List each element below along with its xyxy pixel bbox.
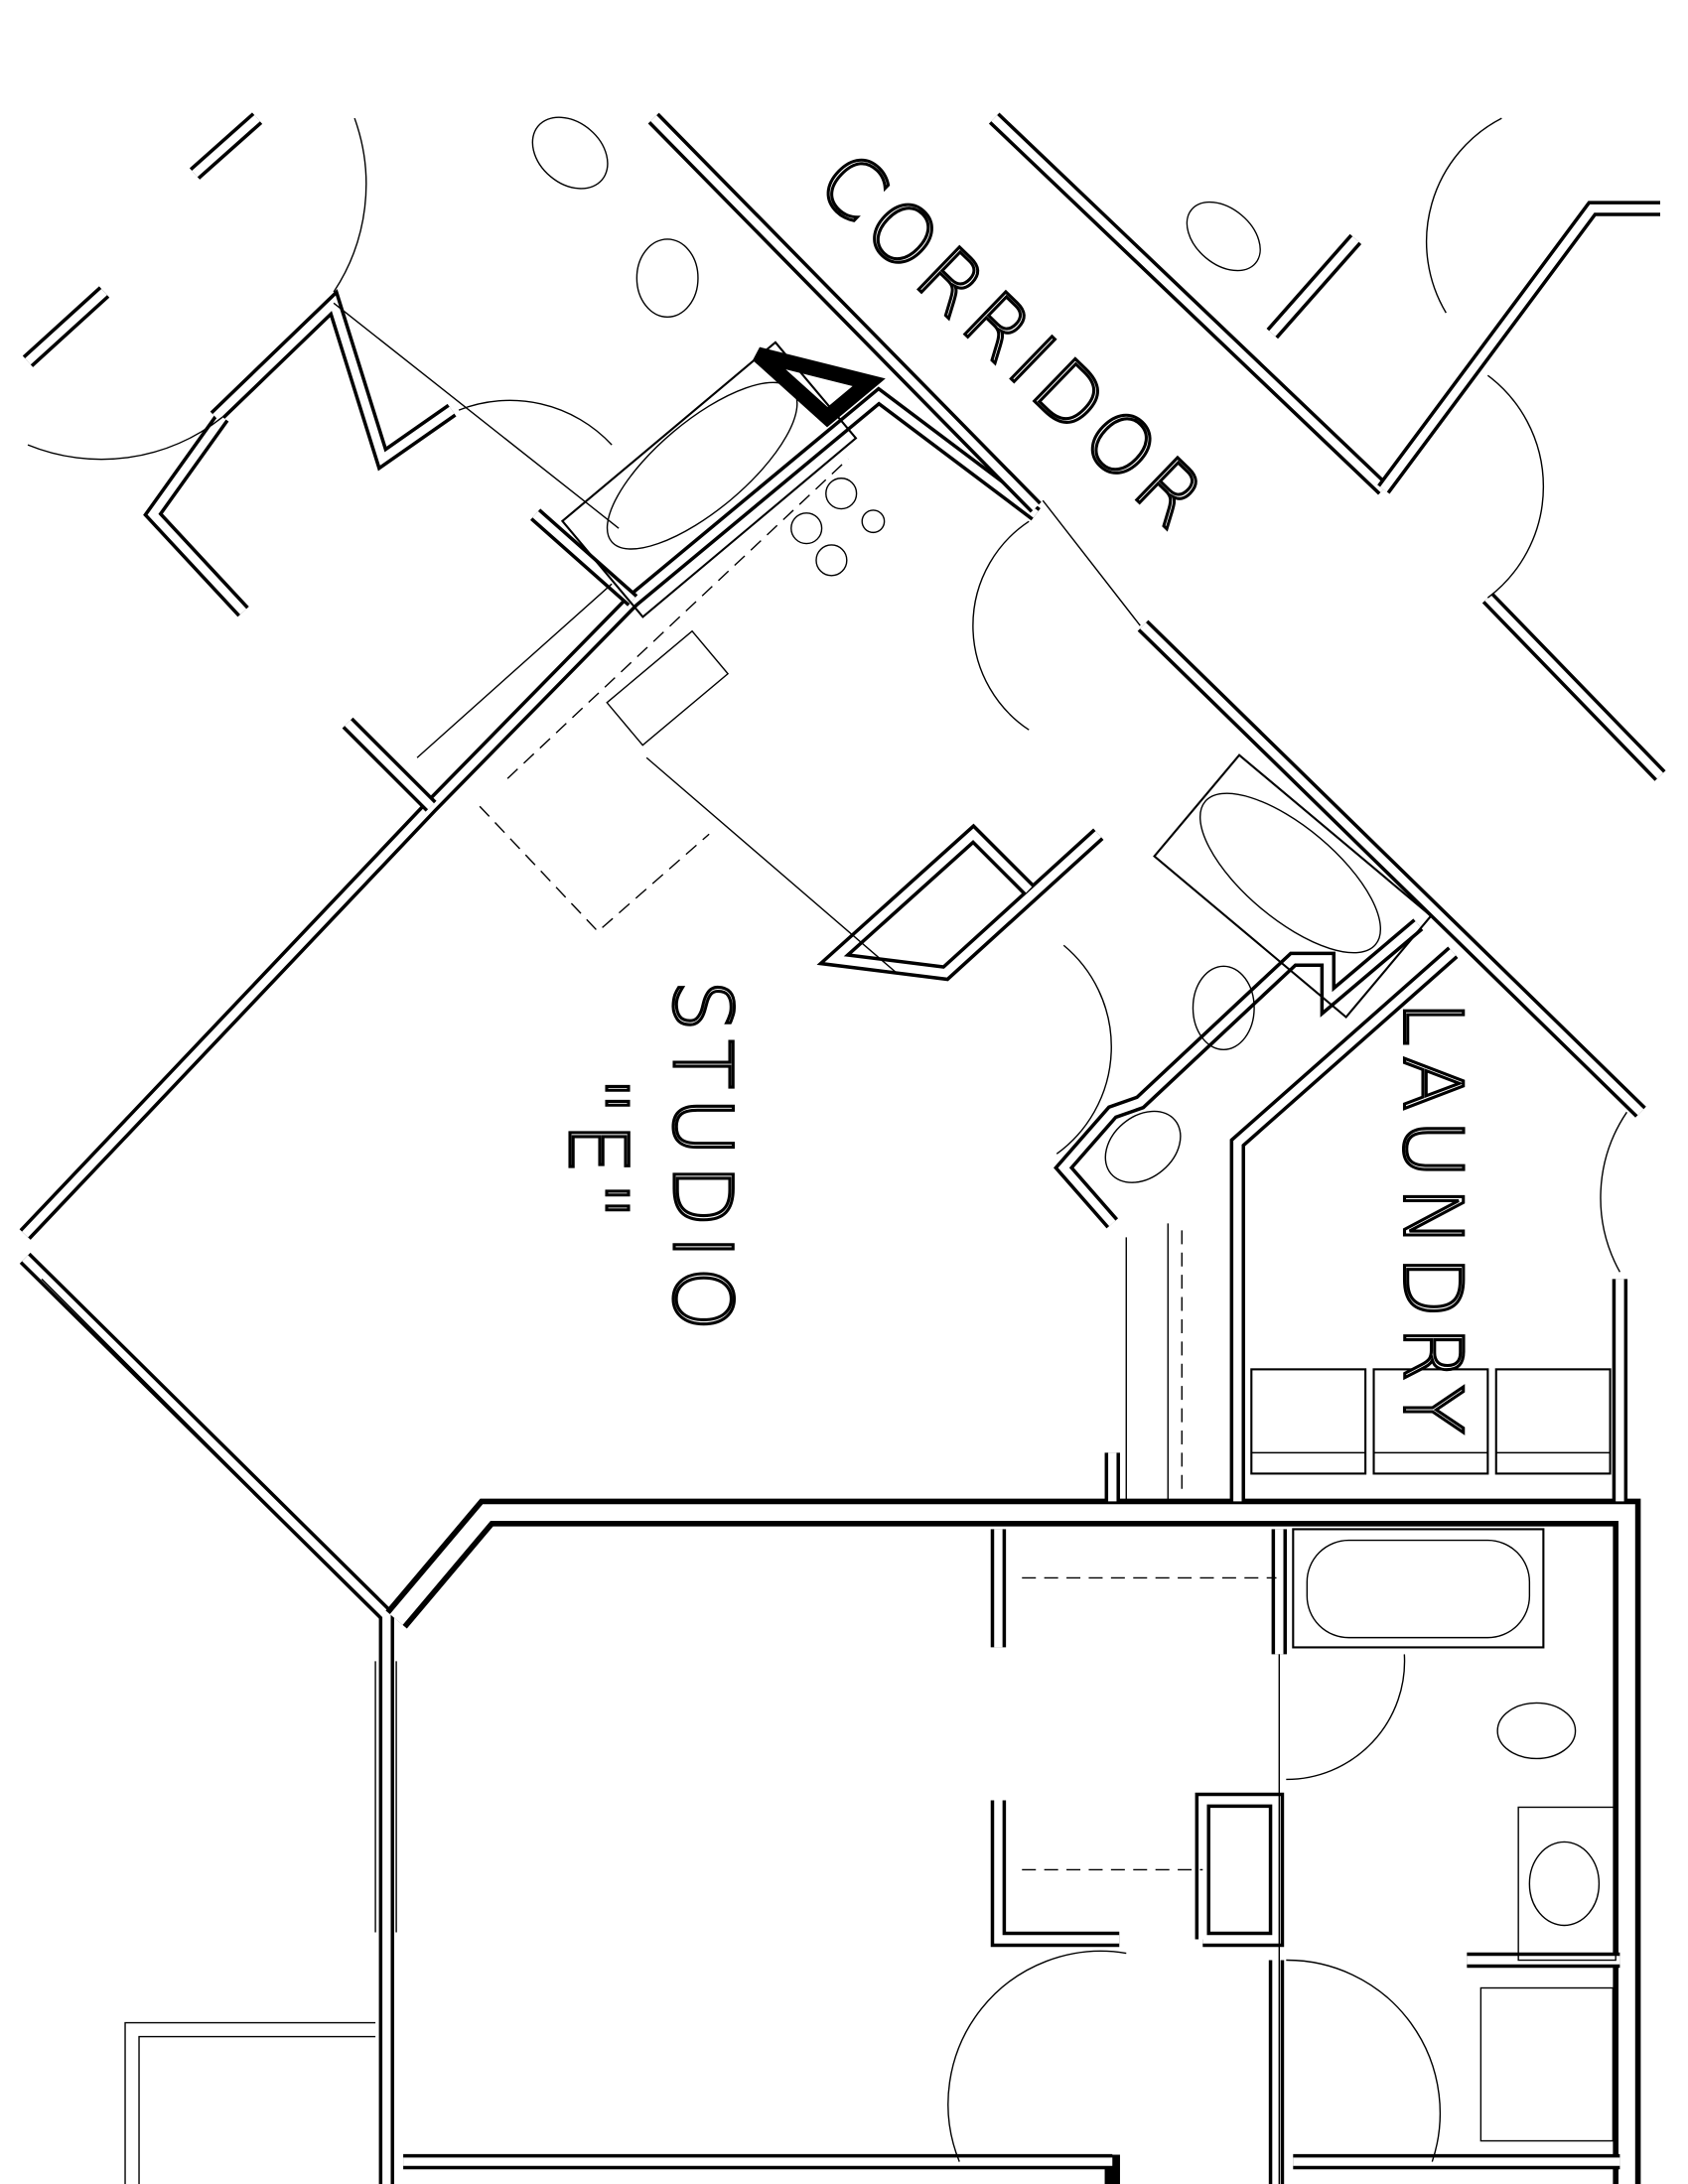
door-swing-upper[interactable] [27,117,1502,461]
upper-left-walls [22,112,886,812]
laundry-machines [1250,1368,1612,1475]
sink [1104,1110,1182,1183]
bathtub-basin [606,381,798,550]
kitchen-counter [479,458,849,933]
balcony-rail [124,2021,376,2184]
fixtures [41,116,1617,2184]
door-swing-bath2[interactable] [1286,1959,1442,2162]
studio-label: STUDIO [654,980,748,1338]
laundry-label: LAUNDRY [1384,1001,1477,1442]
window-wall [19,1252,394,2184]
door-swing-bedroom[interactable] [947,1950,1127,2162]
studio-bottom-wall [385,1498,1641,2184]
sink [1186,201,1261,272]
bathtub [560,341,858,618]
bathtub [1292,1528,1545,1649]
door-swing-bath3[interactable] [1286,1654,1406,1781]
toilet [1192,965,1255,1050]
dryer [1372,1368,1489,1475]
door-swing-corridor[interactable] [1486,374,1544,599]
room-labels: CORRIDOR STUDIO "E" LAUNDRY [549,133,1479,1444]
washer [1494,1368,1612,1475]
bathtub-basin [1198,792,1382,954]
walls [19,112,1666,2184]
door-swing-entry[interactable] [972,520,1030,731]
sink [531,116,609,190]
unit-letter-label: "E" [550,1077,643,1227]
dishwasher [1479,1986,1615,2142]
bathtub [1153,753,1433,1020]
sink [1528,1841,1601,1927]
toilet [635,238,699,319]
stove-burner [790,512,823,545]
lower-closet-walls [990,1529,1288,2184]
door-swing-bath[interactable] [1055,944,1112,1155]
washer [1250,1368,1367,1475]
doors [27,117,1627,2184]
kitchen-sink [606,629,730,747]
window [41,1278,397,1933]
door-swing-laundry[interactable] [1600,1111,1627,1273]
toilet [1496,1702,1577,1760]
